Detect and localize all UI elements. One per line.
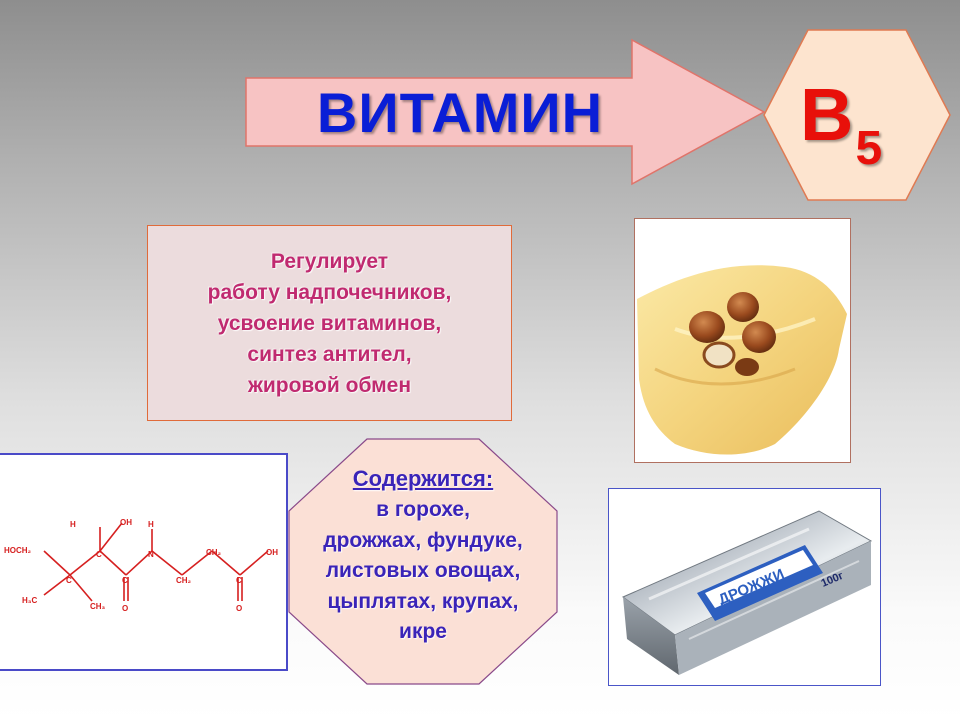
molecule-label: C xyxy=(122,576,128,585)
pantothenic-acid-structure: H OH H HOCH₂ C N CH₂ CH₂ C OH H₃C C CH₃ … xyxy=(4,518,278,613)
function-line: синтез антител, xyxy=(247,342,412,366)
molecule-label: H xyxy=(70,520,76,529)
vitamin-hexagon-shape xyxy=(763,29,951,201)
hazelnut-photo xyxy=(634,218,851,463)
yeast-package-illustration: ДРОЖЖИ 100г xyxy=(622,510,873,675)
molecule-label: H xyxy=(148,520,154,529)
molecule-label: CH₃ xyxy=(90,602,106,611)
source-line: икре xyxy=(399,620,447,643)
page-title: ВИТАМИН xyxy=(316,81,604,144)
vitamin-letter: В xyxy=(800,73,854,156)
function-box: Регулирует работу надпочечников, усвоени… xyxy=(147,225,512,421)
molecule-label: OH xyxy=(266,548,278,557)
molecule-label: OH xyxy=(120,518,132,527)
source-line: дрожжах, фундуке, xyxy=(323,528,523,552)
source-line: листовых овощах, xyxy=(325,559,521,582)
molecule-label: CH₂ xyxy=(206,548,222,557)
molecule-label: N xyxy=(148,550,154,559)
function-line: усвоение витаминов, xyxy=(217,311,442,335)
function-line: работу надпочечников, xyxy=(207,280,452,304)
molecule-label: CH₂ xyxy=(176,576,192,585)
sources-text: Содержится: в горохе, дрожжах, фундуке, … xyxy=(287,463,559,663)
molecule-label: C xyxy=(66,576,72,585)
function-line: жировой обмен xyxy=(247,373,412,397)
molecule-label: C xyxy=(236,576,242,585)
source-line: в горохе, xyxy=(376,498,470,521)
title-arrow-shape xyxy=(245,38,766,186)
function-line: Регулирует xyxy=(270,249,389,273)
hazelnut-illustration xyxy=(637,265,847,455)
molecule-diagram: H OH H HOCH₂ C N CH₂ CH₂ C OH H₃C C CH₃ … xyxy=(0,453,288,671)
molecule-label: O xyxy=(236,604,242,613)
molecule-label: O xyxy=(122,604,128,613)
molecule-label: HOCH₂ xyxy=(4,546,32,555)
yeast-photo: ДРОЖЖИ 100г xyxy=(608,488,881,686)
sources-title: Содержится: xyxy=(352,466,494,491)
source-line: цыплятах, крупах, xyxy=(327,589,519,613)
vitamin-name: В5 xyxy=(800,70,920,175)
vitamin-subscript: 5 xyxy=(855,122,883,175)
molecule-label: C xyxy=(96,550,102,559)
molecule-label: H₃C xyxy=(22,596,37,605)
sources-octagon-shape xyxy=(288,438,558,685)
